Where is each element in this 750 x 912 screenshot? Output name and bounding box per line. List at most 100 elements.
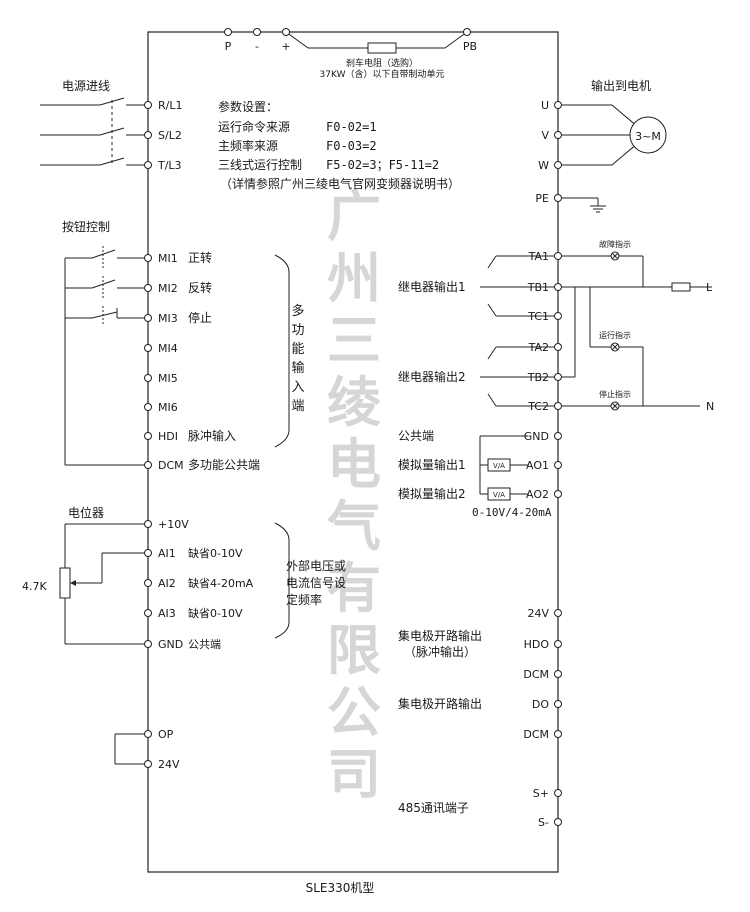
terminal-minus[interactable] <box>253 28 261 36</box>
terminal-ta1[interactable] <box>554 252 562 260</box>
terminal-label: +10V <box>158 518 189 531</box>
line-n-label: N <box>706 400 714 413</box>
di-bracket <box>274 254 290 448</box>
di-bracket-label: 能 <box>291 342 304 357</box>
terminal-label: TA2 <box>528 341 549 354</box>
terminal-dcm-right-1[interactable] <box>554 670 562 678</box>
watermark-char: 州 <box>327 247 381 310</box>
di-bracket-label: 多 <box>291 303 304 319</box>
terminal-ao2[interactable] <box>554 490 562 498</box>
terminal-hdi[interactable] <box>144 432 152 440</box>
terminal-tb1[interactable] <box>554 283 562 291</box>
motor-output-section: 输出到电机 3~M U V W PE <box>535 78 667 213</box>
terminal-ta2[interactable] <box>554 343 562 351</box>
terminal-label: TB1 <box>527 281 549 294</box>
terminal-label: TC2 <box>527 400 549 413</box>
terminal-24v-right[interactable] <box>554 609 562 617</box>
analog-output-section: V/A V/A 公共端 模拟量输出1 模拟量输出2 GND AO1 AO2 0-… <box>398 429 562 519</box>
terminal-tb2[interactable] <box>554 373 562 381</box>
terminal-label: AI1 <box>158 547 176 560</box>
terminal-mi3[interactable] <box>144 314 152 322</box>
terminal-do[interactable] <box>554 700 562 708</box>
relay-output-section: 继电器输出1 继电器输出2 <box>398 239 714 413</box>
terminal-r-l1[interactable] <box>144 101 152 109</box>
terminal-label: TB2 <box>527 371 549 384</box>
terminal-ai1[interactable] <box>144 549 152 557</box>
terminal-mi4[interactable] <box>144 344 152 352</box>
terminal-label: DCM <box>523 728 549 741</box>
terminal-s-minus[interactable] <box>554 818 562 826</box>
terminal-label: AO1 <box>526 459 549 472</box>
terminal-mi5[interactable] <box>144 374 152 382</box>
terminal-desc: 缺省4-20mA <box>188 576 254 590</box>
terminal-label: S/L2 <box>158 129 182 142</box>
meter-label: V/A <box>493 462 505 470</box>
meter-label: V/A <box>493 491 505 499</box>
terminal-s-plus[interactable] <box>554 789 562 797</box>
terminal-t-l3[interactable] <box>144 161 152 169</box>
watermark-char: 限 <box>327 619 381 682</box>
terminal-label: OP <box>158 728 174 741</box>
terminal-dcm[interactable] <box>144 461 152 469</box>
terminal-label: MI6 <box>158 401 178 414</box>
terminal-plus[interactable] <box>282 28 290 36</box>
terminal-24v-left[interactable] <box>144 760 152 768</box>
terminal-label: V <box>541 129 549 142</box>
terminal-w[interactable] <box>554 161 562 169</box>
di-bracket-label: 端 <box>291 399 304 414</box>
terminal-tc2[interactable] <box>554 402 562 410</box>
model-label: SLE330机型 <box>306 881 375 895</box>
brake-resistor-section: P - + PB 刹车电阻（选购） 37KW（含）以下自带制动单元 <box>224 28 477 80</box>
terminal-hdo[interactable] <box>554 640 562 648</box>
terminal-p[interactable] <box>224 28 232 36</box>
motor-symbol <box>629 116 667 154</box>
terminal-gnd[interactable] <box>144 640 152 648</box>
terminal-label: S+ <box>533 787 549 800</box>
parameter-settings: 参数设置： 运行命令来源 F0-02=1 主频率来源 F0-03=2 三线式运行… <box>218 99 460 191</box>
terminal-ao1[interactable] <box>554 461 562 469</box>
ai-bracket-label: 定频率 <box>286 592 322 607</box>
terminal-mi2[interactable] <box>144 284 152 292</box>
pot-title: 电位器 <box>68 505 104 520</box>
open-collector-section: 24V HDO DCM DO DCM 集电极开路输出 （脉冲输出） 集电极开路输… <box>398 607 562 741</box>
terminal-v[interactable] <box>554 131 562 139</box>
analog-out-label: 模拟量输出1 <box>398 457 466 472</box>
common-label: 公共端 <box>398 429 434 443</box>
param-label: 主频率来源 <box>218 138 278 153</box>
terminal-pb[interactable] <box>463 28 471 36</box>
terminal-label: DO <box>532 698 549 711</box>
brake-note: 37KW（含）以下自带制动单元 <box>320 68 445 80</box>
analog-out-label: 模拟量输出2 <box>398 486 466 501</box>
terminal-mi1[interactable] <box>144 254 152 262</box>
param-value: F5-02=3；F5-11=2 <box>326 158 439 172</box>
run-indicator-lamp <box>600 342 630 352</box>
params-note: （详情参照广州三绫电气官网变频器说明书） <box>220 176 460 191</box>
watermark-char: 公 <box>327 681 381 744</box>
param-value: F0-03=2 <box>326 139 377 153</box>
fault-indicator-lamp <box>600 251 630 261</box>
watermark-char: 电 <box>327 433 381 496</box>
terminal-ai2[interactable] <box>144 579 152 587</box>
terminal-gnd-right[interactable] <box>554 432 562 440</box>
terminal-plus10v[interactable] <box>144 520 152 528</box>
terminal-tc1[interactable] <box>554 312 562 320</box>
terminal-label: S- <box>538 816 549 829</box>
terminal-op[interactable] <box>144 730 152 738</box>
pot-value: 4.7K <box>22 580 47 593</box>
terminal-desc: 反转 <box>188 280 212 295</box>
terminal-u[interactable] <box>554 101 562 109</box>
terminal-desc: 多功能公共端 <box>188 458 260 472</box>
terminal-dcm-right-2[interactable] <box>554 730 562 738</box>
ground-icon <box>590 205 606 213</box>
relay-label: 继电器输出1 <box>398 279 466 294</box>
oc-label: 集电极开路输出 <box>398 696 482 711</box>
terminal-ai3[interactable] <box>144 609 152 617</box>
terminal-s-l2[interactable] <box>144 131 152 139</box>
params-title: 参数设置： <box>218 99 278 114</box>
terminal-pe[interactable] <box>554 194 562 202</box>
motor-label: 3~M <box>635 130 661 143</box>
terminal-mi6[interactable] <box>144 403 152 411</box>
param-value: F0-02=1 <box>326 120 377 134</box>
param-label: 三线式运行控制 <box>218 158 302 172</box>
